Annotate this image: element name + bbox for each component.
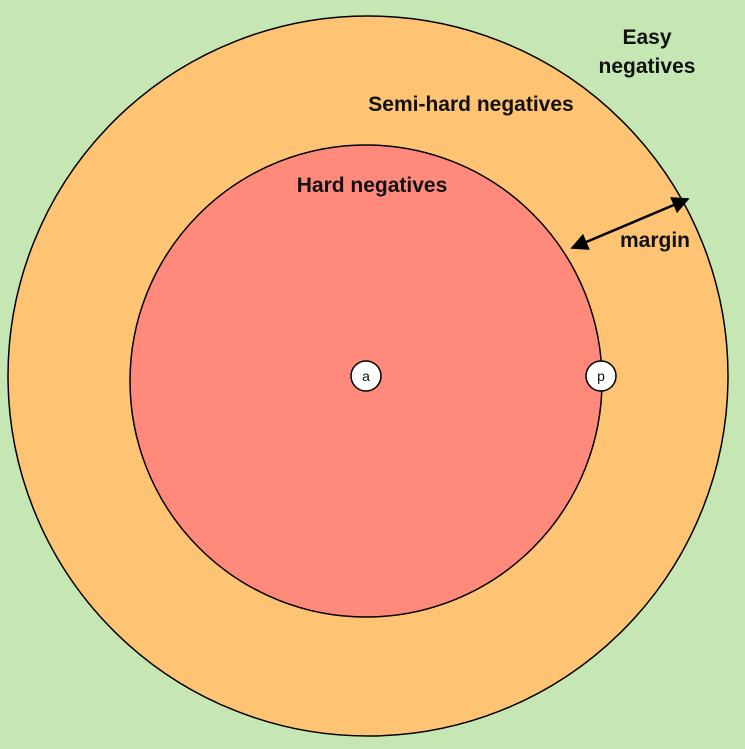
anchor-point-marker: [350, 360, 382, 392]
positive-point-label: p: [597, 368, 605, 384]
easy-negatives-label-line2: negatives: [599, 55, 696, 78]
semi-hard-negatives-label: Semi-hard negatives: [368, 93, 573, 116]
hard-negatives-label: Hard negatives: [297, 174, 448, 197]
margin-arrow: [570, 197, 690, 250]
easy-negatives-label-line1: Easy: [622, 26, 671, 49]
anchor-point: a: [350, 360, 382, 392]
positive-point: p: [585, 360, 617, 392]
anchor-point-label: a: [362, 368, 370, 384]
margin-label: margin: [620, 229, 690, 252]
positive-point-marker: [585, 360, 617, 392]
